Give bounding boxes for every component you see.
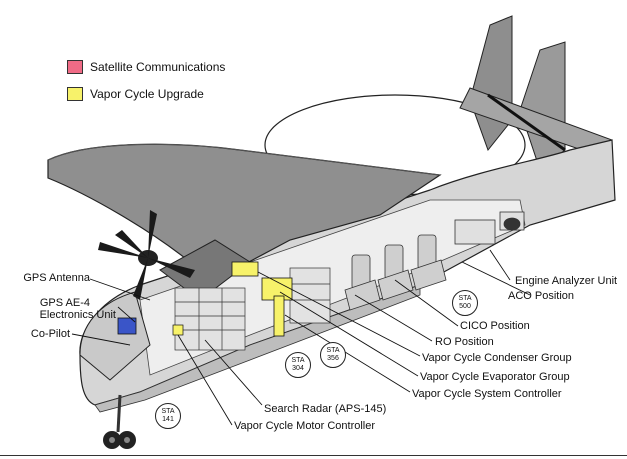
label-gps-ae4-line2: Electronics Unit — [39, 309, 116, 321]
label-vc-system-controller: Vapor Cycle System Controller — [412, 388, 562, 400]
station-number: 304 — [292, 365, 304, 372]
nose-landing-gear — [103, 394, 136, 449]
label-gps-ae4-line1: GPS AE-4 — [39, 297, 90, 309]
station-marker-304: STA 304 — [285, 352, 311, 378]
aft-compartment — [454, 211, 525, 245]
vapor-cycle-condenser — [231, 261, 259, 277]
legend-label-satellite: Satellite Communications — [90, 60, 226, 74]
legend-swatch-vapor-cycle-icon — [67, 87, 83, 101]
label-vc-evaporator-group: Vapor Cycle Evaporator Group — [420, 371, 570, 383]
legend-swatch-satellite-icon — [67, 60, 83, 74]
station-prefix: STA — [291, 357, 305, 364]
label-vc-motor-controller: Vapor Cycle Motor Controller — [234, 420, 376, 432]
label-co-pilot: Co-Pilot — [30, 328, 70, 340]
vapor-cycle-duct — [273, 295, 285, 337]
legend-item-satellite: Satellite Communications — [67, 60, 225, 74]
station-prefix: STA — [458, 295, 472, 302]
legend-item-vapor-cycle: Vapor Cycle Upgrade — [67, 87, 204, 101]
label-vc-condenser-group: Vapor Cycle Condenser Group — [422, 352, 572, 364]
bottom-rule — [0, 455, 627, 456]
label-aco-position: ACO Position — [508, 290, 575, 302]
label-engine-analyzer-unit: Engine Analyzer Unit — [515, 275, 618, 287]
wing-leading-edge — [47, 143, 441, 176]
station-number: 500 — [459, 303, 471, 310]
leader-lines — [71, 249, 531, 426]
gps-ae4-unit — [117, 317, 137, 335]
cockpit-nose — [79, 291, 151, 381]
stabilizer-edge — [487, 93, 566, 152]
station-prefix: STA — [161, 408, 175, 415]
label-cico-position: CICO Position — [460, 320, 530, 332]
avionics-racks — [174, 267, 331, 351]
station-marker-141: STA 141 — [155, 403, 181, 429]
station-number: 141 — [162, 416, 174, 423]
label-search-radar: Search Radar (APS-145) — [264, 403, 387, 415]
station-marker-356: STA 356 — [320, 342, 346, 368]
station-marker-500: STA 500 — [452, 290, 478, 316]
vapor-cycle-motor-controller — [172, 324, 184, 336]
legend-label-vapor-cycle: Vapor Cycle Upgrade — [90, 87, 204, 101]
label-ro-position: RO Position — [435, 336, 494, 348]
propeller — [98, 210, 195, 300]
tail-fin-right — [519, 41, 566, 171]
lower-fuselage — [94, 284, 421, 413]
station-prefix: STA — [326, 347, 340, 354]
operator-consoles — [344, 234, 447, 311]
station-number: 356 — [327, 355, 339, 362]
label-gps-antenna: GPS Antenna — [23, 272, 90, 284]
